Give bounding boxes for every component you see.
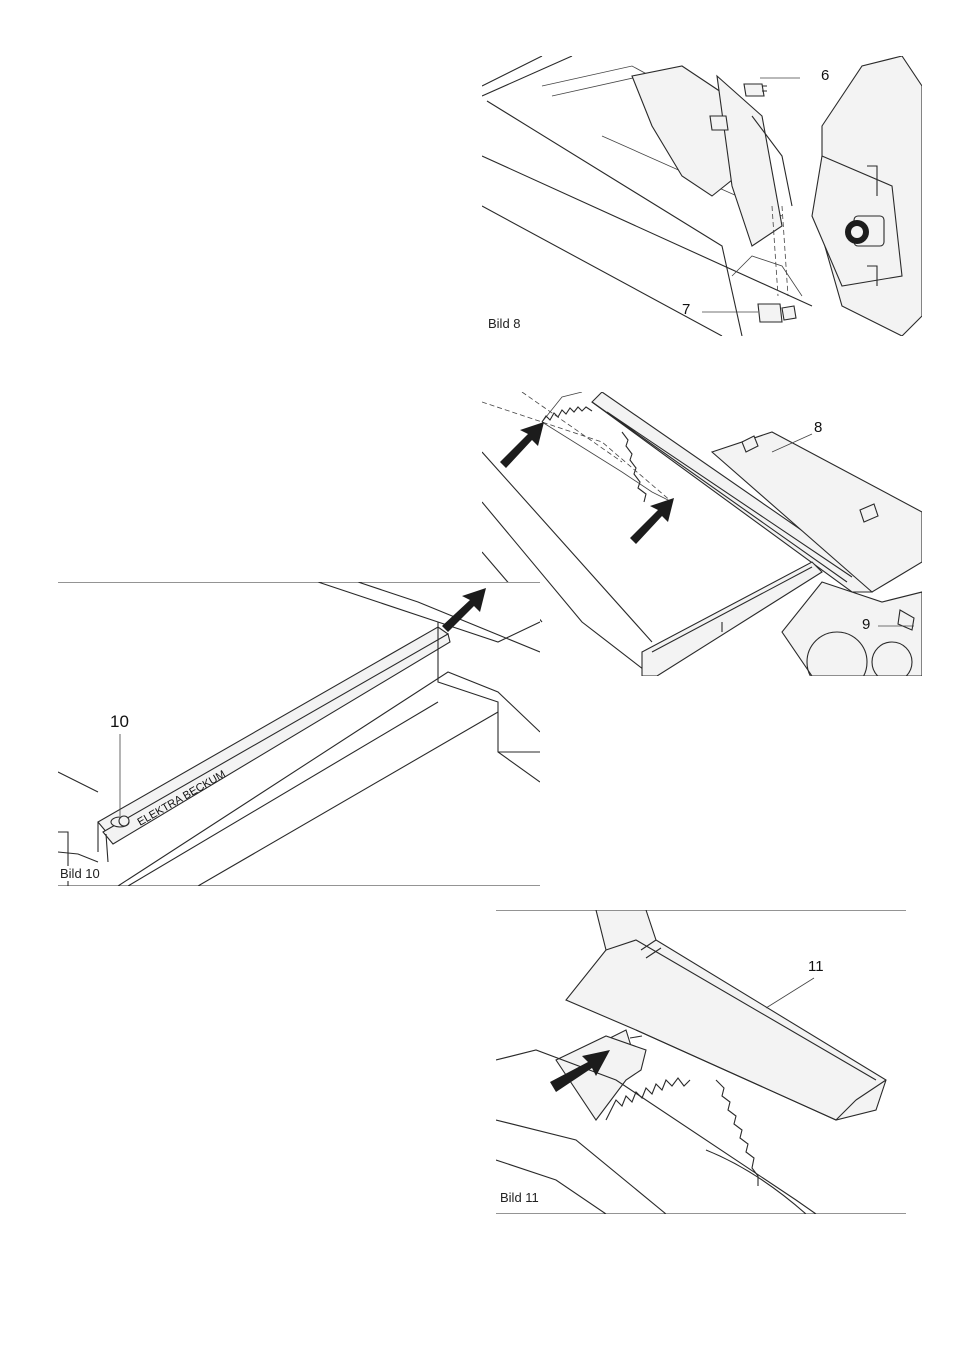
callout-9: 9 (862, 616, 870, 633)
figure-caption: Bild 10 (58, 866, 102, 881)
callout-8: 8 (814, 419, 822, 436)
figure-caption: Bild 8 (486, 316, 523, 331)
figure-bild-10-drawing: ELEKTRA BECKUM (58, 582, 540, 886)
figure-bild-11-drawing (496, 910, 906, 1214)
figure-bild-9-drawing (482, 392, 922, 676)
figure-bild-8: 6 7 Bild 8 (482, 56, 922, 336)
figure-bild-10: ELEKTRA BECKUM 10 Bild 10 (58, 582, 540, 886)
figure-bild-8-drawing (482, 56, 922, 336)
figure-bild-9: 8 9 (482, 392, 922, 676)
figure-caption: Bild 11 (498, 1190, 541, 1205)
callout-7: 7 (682, 301, 690, 318)
figure-bild-11: 11 Bild 11 (496, 910, 906, 1214)
callout-11: 11 (808, 958, 824, 975)
callout-6: 6 (821, 67, 829, 84)
callout-10: 10 (110, 712, 129, 732)
